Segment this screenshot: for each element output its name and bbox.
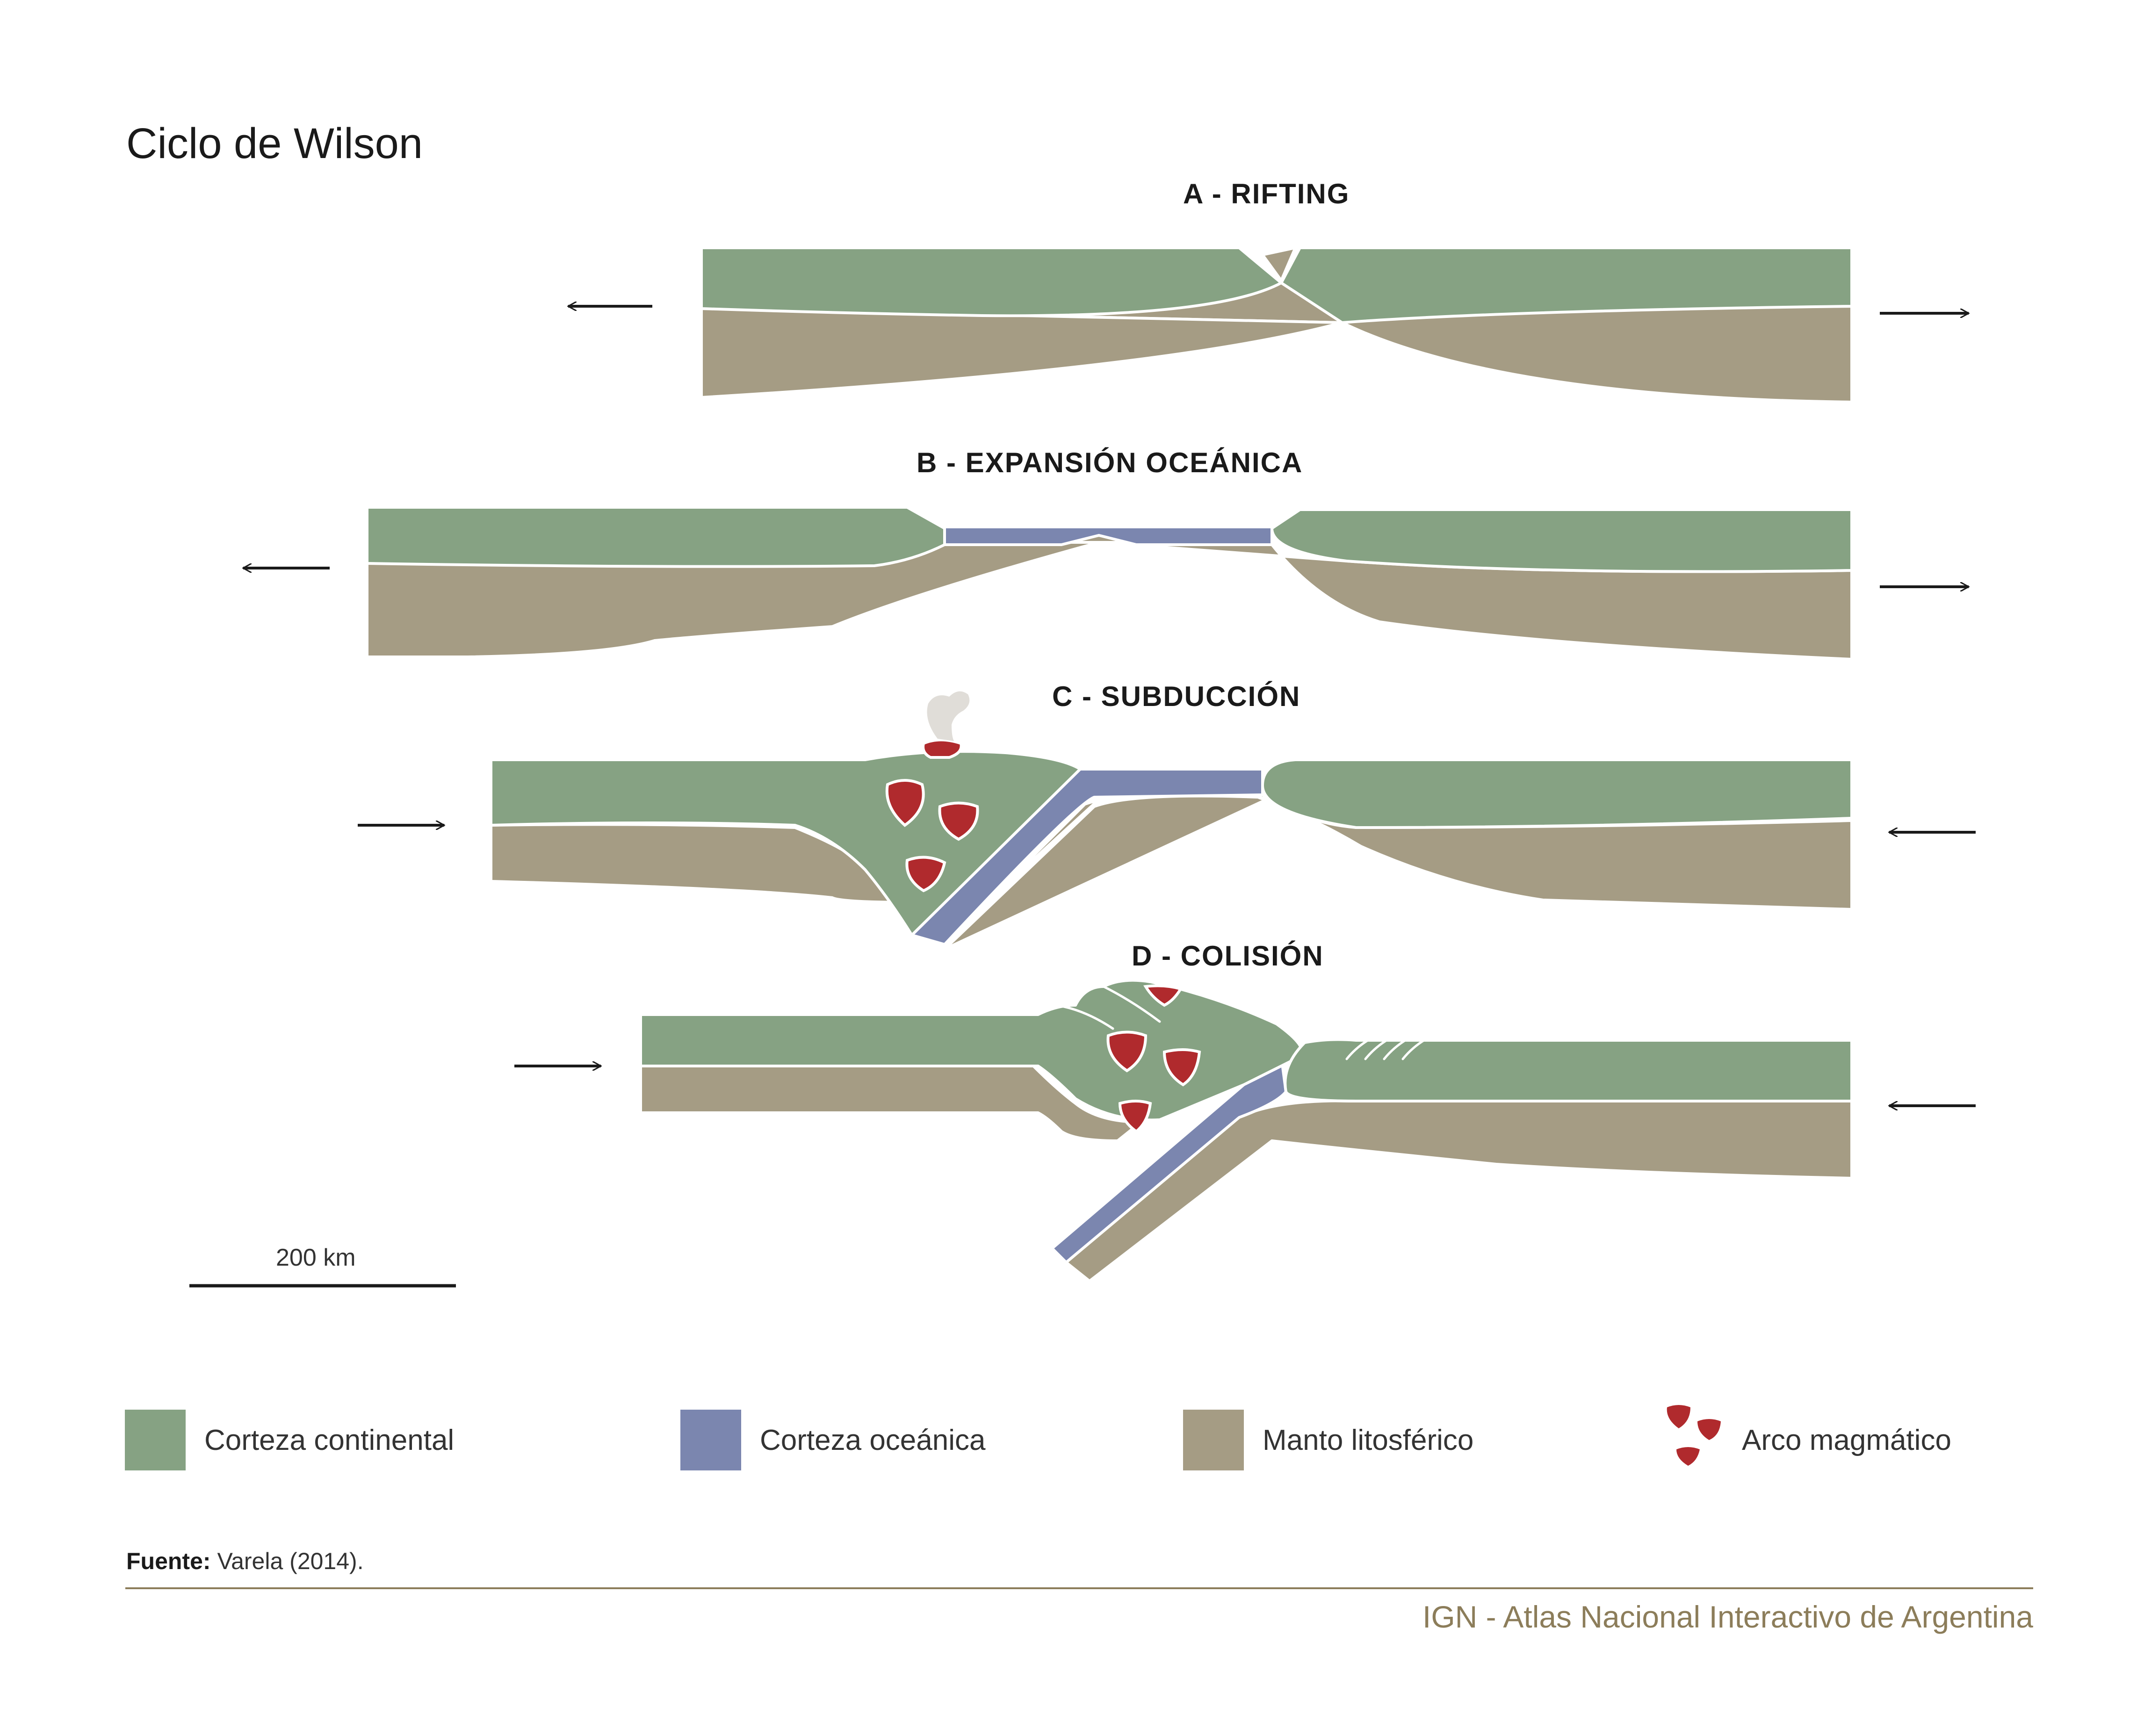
continental-crust-right — [1261, 758, 1853, 829]
magma-drop — [885, 779, 925, 827]
panel-a-rifting — [700, 246, 1853, 403]
legend-item-mantle: Manto litosférico — [1183, 1410, 1473, 1470]
volcanic-plume — [927, 691, 970, 741]
legend-label: Corteza oceánica — [760, 1424, 986, 1456]
panel-c-subduction — [490, 750, 1853, 951]
magma-arc-d — [1106, 984, 1201, 1133]
legend-item-continental: Corteza continental — [125, 1410, 454, 1470]
magma-drops-icon — [1667, 1405, 1721, 1466]
legend-item-oceanic: Corteza oceánica — [680, 1410, 986, 1470]
legend-label: Corteza continental — [204, 1424, 455, 1456]
continental-crust-left — [700, 246, 1283, 317]
continental-crust-right — [1280, 246, 1853, 324]
magma-drop — [1106, 1030, 1148, 1073]
magma-drop — [1118, 1100, 1152, 1133]
volcano-magma — [922, 738, 963, 759]
thrust-faults — [1055, 985, 1428, 1060]
panel-b-spreading — [366, 506, 1853, 661]
footer-divider — [125, 1587, 2033, 1589]
continental-crust-right — [1284, 1038, 1853, 1102]
continental-crust-left — [639, 979, 1304, 1122]
footer-credit: IGN - Atlas Nacional Interactivo de Arge… — [1422, 1599, 2033, 1634]
swatch-continental — [125, 1410, 186, 1470]
continental-crust-right — [1271, 508, 1853, 573]
panel-d-collision — [639, 979, 1853, 1282]
magma-drop — [905, 856, 946, 893]
mantle-right-body — [1341, 305, 1853, 403]
panel-label-c: C - SUBDUCCIÓN — [1052, 681, 1301, 712]
swatch-magma-spacer — [1662, 1410, 1723, 1470]
continental-crust-left — [490, 750, 1082, 936]
panel-label-a: A - RIFTING — [1183, 178, 1350, 209]
magma-arc-c — [885, 738, 979, 893]
source-prefix: Fuente: — [126, 1548, 211, 1574]
panel-label-d: D - COLISIÓN — [1132, 940, 1324, 972]
motion-arrows — [243, 306, 1976, 1106]
mantle-left-body — [700, 307, 1343, 399]
panel-label-b: B - EXPANSIÓN OCEÁNICA — [917, 447, 1303, 478]
continental-crust-left — [366, 506, 946, 568]
swatch-oceanic — [680, 1410, 741, 1470]
rift-wedge — [1261, 246, 1297, 282]
mantle-slab-right — [1065, 1099, 1853, 1282]
source-note: Fuente: Varela (2014). — [126, 1548, 364, 1575]
oceanic-slab — [910, 768, 1264, 946]
swatch-mantle — [1183, 1410, 1244, 1470]
legend-label: Arco magmático — [1742, 1424, 1951, 1456]
magma-drop — [1162, 1048, 1201, 1087]
page-title: Ciclo de Wilson — [126, 120, 423, 167]
source-text: Varela (2014). — [217, 1548, 364, 1574]
legend-item-magma: Arco magmático — [1662, 1410, 1951, 1470]
scale-bar-label: 200 km — [276, 1244, 356, 1271]
magma-drop — [938, 801, 979, 841]
legend-label: Manto litosférico — [1263, 1424, 1474, 1456]
magma-drop — [1143, 984, 1183, 1007]
